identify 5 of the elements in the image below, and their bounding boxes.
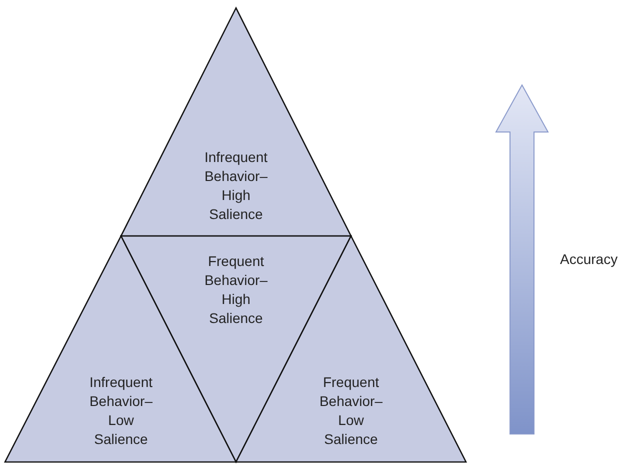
segment-label: Infrequent Behavior– Low Salience — [88, 373, 154, 449]
segment-label: Frequent Behavior– High Salience — [203, 252, 269, 328]
segment-label: Frequent Behavior– Low Salience — [318, 373, 384, 449]
axis-label: Accuracy — [560, 251, 618, 267]
segment-label: Infrequent Behavior– High Salience — [203, 148, 269, 224]
